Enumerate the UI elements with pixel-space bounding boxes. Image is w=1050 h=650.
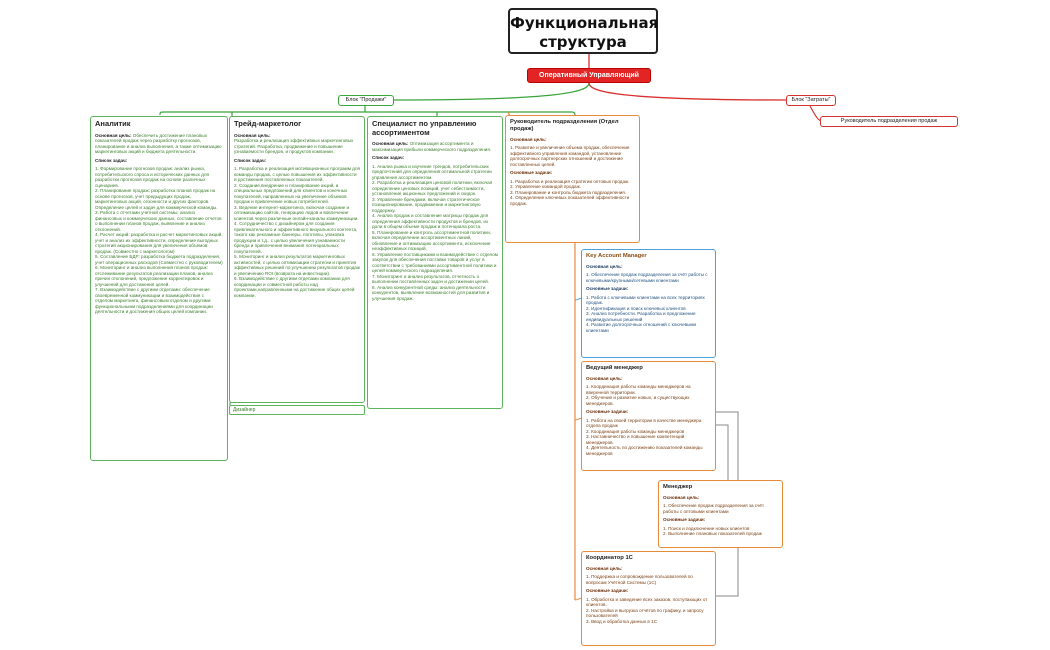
- card-title: Ведущий менеджер: [586, 365, 643, 371]
- goal-label: Основная цель:: [586, 263, 623, 269]
- goal-text: 1. Поддержка и сопровождение пользовател…: [586, 574, 693, 585]
- tasks-label: Основные задачи:: [586, 588, 629, 594]
- goal-text: 1. Развитие и увеличение объема продаж, …: [510, 145, 630, 167]
- card-lead-manager[interactable]: Ведущий менеджер Основная цель: 1. Коорд…: [581, 361, 716, 471]
- card-title: Аналитик: [95, 119, 131, 128]
- block-costs[interactable]: Блок "Затраты": [786, 95, 836, 106]
- card-title: Key Account Manager: [586, 253, 647, 259]
- goal-label: Основная цель:: [510, 136, 547, 142]
- card-marketer[interactable]: Трейд-маркетолог Основная цель:Разработк…: [229, 116, 365, 403]
- card-analyst[interactable]: Аналитик Основная цель: Обеспечить дости…: [90, 116, 228, 461]
- goal-label: Основная цель:: [586, 565, 623, 571]
- tasks-text: 1. Разработка и реализация мотивационных…: [234, 166, 360, 298]
- tasks-label: Основные задачи:: [510, 170, 553, 176]
- tasks-text: 1. Разработка и реализация стратегии опт…: [510, 178, 630, 206]
- card-head-of-sales[interactable]: Руководитель подразделения (Отдел продаж…: [505, 115, 640, 243]
- card-title: Координатор 1С: [586, 555, 633, 561]
- goal-text: Оптимизация ассортимента и максимизация …: [372, 141, 492, 152]
- goal-label: Основная цель:: [234, 132, 271, 138]
- card-key-account-manager[interactable]: Key Account Manager Основная цель: 1. Об…: [581, 249, 716, 358]
- diagram-title: Функциональная структура: [508, 8, 658, 54]
- tasks-label: Список задач:: [95, 157, 128, 163]
- goal-text: 1. Обеспечение продаж подразделения за с…: [586, 272, 708, 283]
- block-sales[interactable]: Блок "Продажи": [338, 95, 394, 106]
- card-manager[interactable]: Менеджер Основная цель: 1. Обеспечение п…: [658, 480, 783, 548]
- tasks-text: 1. Поиск и подключение новых клиентов 2.…: [663, 525, 762, 537]
- goal-text: 1. Обеспечение продаж подразделения за с…: [663, 503, 765, 514]
- card-title: Менеджер: [663, 484, 693, 490]
- tasks-label: Основные задачи:: [663, 517, 706, 523]
- tasks-text: 1. Формирование прогнозов продаж: анализ…: [95, 166, 223, 314]
- card-title: Трейд-маркетолог: [234, 119, 302, 128]
- tasks-text: 1. Работа на своей территории в качестве…: [586, 417, 703, 456]
- tasks-text: 1. Анализ рынка и изучение трендов, потр…: [372, 163, 498, 301]
- tasks-label: Список задач:: [372, 155, 405, 160]
- goal-text: 1. Координация работы команды менеджеров…: [586, 384, 691, 406]
- costs-head-node[interactable]: Руководитель подразделения продаж: [820, 116, 958, 127]
- goal-label: Основная цель:: [372, 141, 409, 146]
- card-assortment[interactable]: Специалист по управлению ассортиментом О…: [367, 116, 503, 409]
- tasks-label: Список задач:: [234, 157, 267, 163]
- card-1c-coordinator[interactable]: Координатор 1С Основная цель: 1. Поддерж…: [581, 551, 716, 646]
- goal-text: Разработка и реализация эффективных марк…: [234, 138, 354, 154]
- root-node[interactable]: Оперативный Управляющий: [527, 68, 651, 83]
- tasks-label: Основные задачи:: [586, 409, 629, 415]
- goal-text: Обеспечить достижение плановых показател…: [95, 132, 222, 155]
- card-title: Специалист по управлению ассортиментом: [372, 119, 477, 137]
- designer-node[interactable]: Дизайнер: [229, 405, 365, 415]
- tasks-text: 1. Работа с ключевыми клиентами на всех …: [586, 294, 705, 333]
- goal-label: Основная цель:: [95, 132, 132, 138]
- goal-label: Основная цель:: [663, 494, 700, 500]
- tasks-label: Основные задачи:: [586, 286, 629, 292]
- tasks-text: 1. Обработка и заведение всех заказов, п…: [586, 596, 708, 624]
- goal-label: Основная цель:: [586, 375, 623, 381]
- card-title: Руководитель подразделения (Отдел продаж…: [510, 119, 619, 132]
